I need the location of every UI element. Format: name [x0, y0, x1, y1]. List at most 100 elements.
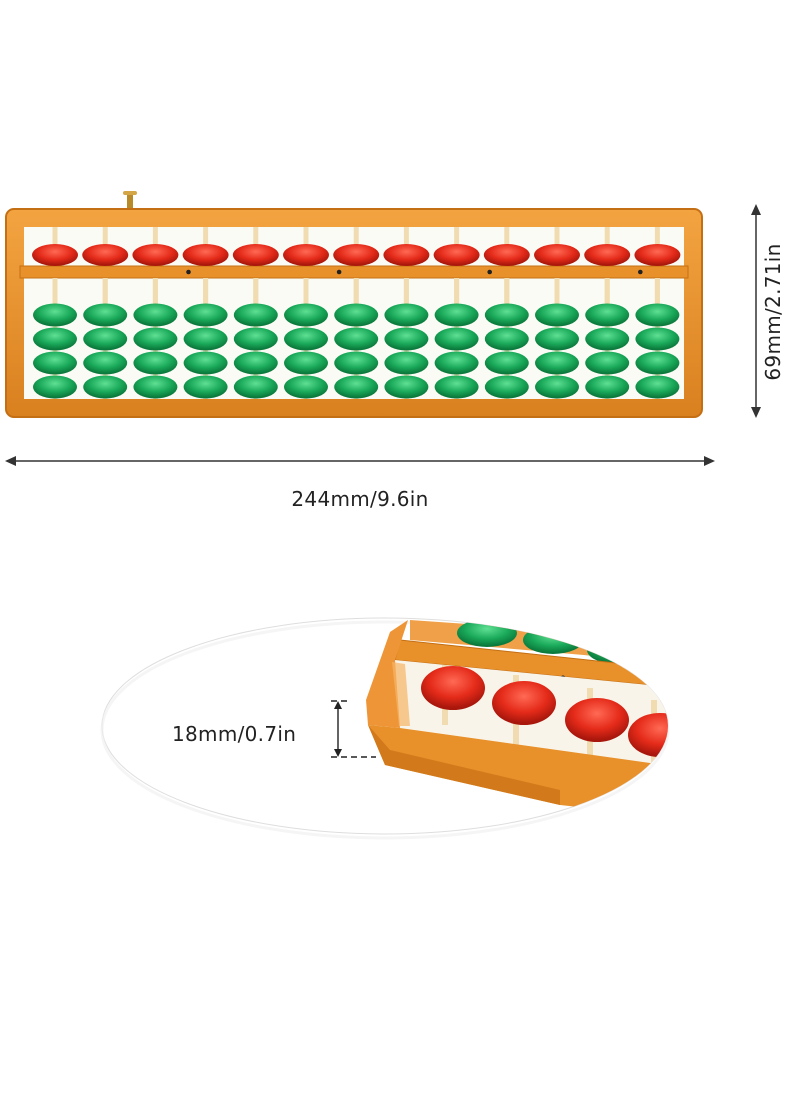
lower-bead[interactable] [233, 303, 278, 327]
lower-bead [587, 636, 647, 664]
rod-segment [253, 278, 259, 303]
lower-bead[interactable] [133, 327, 178, 351]
lower-bead[interactable] [183, 351, 228, 375]
reset-pin [127, 193, 133, 209]
upper-bead[interactable] [283, 244, 329, 266]
lower-bead[interactable] [284, 327, 328, 351]
lower-bead[interactable] [384, 327, 429, 351]
lower-bead[interactable] [334, 351, 379, 375]
upper-bead[interactable] [32, 244, 78, 266]
lower-bead[interactable] [133, 375, 178, 399]
upper-bead [421, 666, 485, 710]
upper-bead[interactable] [132, 244, 179, 266]
upper-bead[interactable] [82, 244, 129, 266]
lower-bead [457, 619, 517, 647]
lower-bead [523, 626, 583, 654]
lower-bead[interactable] [183, 375, 228, 399]
lower-bead[interactable] [284, 351, 328, 375]
lower-bead[interactable] [183, 303, 228, 327]
beam-dot [487, 269, 493, 275]
lower-bead[interactable] [33, 351, 77, 375]
lower-bead[interactable] [33, 375, 77, 399]
upper-bead[interactable] [383, 244, 430, 266]
lower-bead[interactable] [484, 303, 529, 327]
lower-bead[interactable] [83, 375, 128, 399]
lower-bead[interactable] [535, 375, 579, 399]
lower-bead[interactable] [83, 327, 128, 351]
beam-dot [336, 269, 342, 275]
upper-bead[interactable] [232, 244, 279, 266]
lower-bead[interactable] [635, 327, 680, 351]
lower-bead[interactable] [83, 351, 128, 375]
lower-bead[interactable] [233, 327, 278, 351]
rod-segment [152, 278, 158, 303]
lower-bead[interactable] [585, 375, 630, 399]
lower-bead[interactable] [484, 351, 529, 375]
upper-bead[interactable] [634, 244, 681, 266]
lower-bead[interactable] [83, 303, 128, 327]
upper-bead [492, 681, 556, 725]
lower-bead[interactable] [334, 303, 379, 327]
lower-bead[interactable] [384, 303, 429, 327]
lower-bead[interactable] [233, 375, 278, 399]
upper-bead[interactable] [333, 244, 380, 266]
lower-bead[interactable] [284, 303, 328, 327]
rod-segment [102, 278, 108, 303]
lower-bead[interactable] [434, 375, 479, 399]
lower-bead[interactable] [535, 327, 579, 351]
rod-segment [403, 278, 409, 303]
lower-bead[interactable] [635, 375, 680, 399]
lower-bead[interactable] [585, 303, 630, 327]
rod-segment [303, 278, 309, 303]
lower-bead[interactable] [635, 303, 680, 327]
upper-bead[interactable] [483, 244, 530, 266]
upper-bead[interactable] [534, 244, 580, 266]
abacus-beam [19, 265, 689, 279]
lower-bead[interactable] [384, 351, 429, 375]
lower-bead[interactable] [334, 375, 379, 399]
lower-bead[interactable] [585, 351, 630, 375]
lower-bead[interactable] [484, 375, 529, 399]
rod-segment [504, 278, 510, 303]
upper-bead[interactable] [584, 244, 631, 266]
height-dimension-arrow [751, 204, 761, 418]
depth-dimension-marker [331, 700, 376, 758]
upper-bead[interactable] [182, 244, 229, 266]
lower-bead[interactable] [233, 351, 278, 375]
beam-dot [638, 269, 643, 275]
lower-bead[interactable] [535, 303, 579, 327]
lower-bead[interactable] [635, 351, 680, 375]
lower-bead[interactable] [33, 303, 77, 327]
upper-bead [565, 698, 629, 742]
rod-segment [52, 278, 58, 303]
height-dimension-label: 69mm/2.71in [761, 243, 785, 381]
width-dimension-arrow [5, 456, 715, 466]
rod-segment [654, 278, 660, 303]
upper-bead [628, 713, 668, 757]
lower-bead[interactable] [334, 327, 379, 351]
lower-bead[interactable] [585, 327, 630, 351]
beam-dot [186, 269, 191, 275]
lower-bead[interactable] [434, 351, 479, 375]
rod-segment [604, 278, 610, 303]
upper-bead[interactable] [433, 244, 480, 266]
rod-segment [554, 278, 560, 303]
lower-bead[interactable] [33, 327, 77, 351]
width-dimension-label: 244mm/9.6in [291, 487, 429, 511]
abacus [5, 191, 703, 418]
rod-segment [203, 278, 209, 303]
depth-dimension-label: 18mm/0.7in [172, 722, 297, 746]
rod-segment [454, 278, 460, 303]
rod-segment [353, 278, 359, 303]
lower-bead[interactable] [434, 303, 479, 327]
lower-bead[interactable] [133, 351, 178, 375]
detail-inset [100, 617, 670, 840]
lower-bead[interactable] [484, 327, 529, 351]
lower-bead[interactable] [133, 303, 178, 327]
lower-bead[interactable] [384, 375, 429, 399]
lower-bead[interactable] [434, 327, 479, 351]
lower-bead[interactable] [535, 351, 579, 375]
lower-bead[interactable] [284, 375, 328, 399]
lower-bead[interactable] [183, 327, 228, 351]
